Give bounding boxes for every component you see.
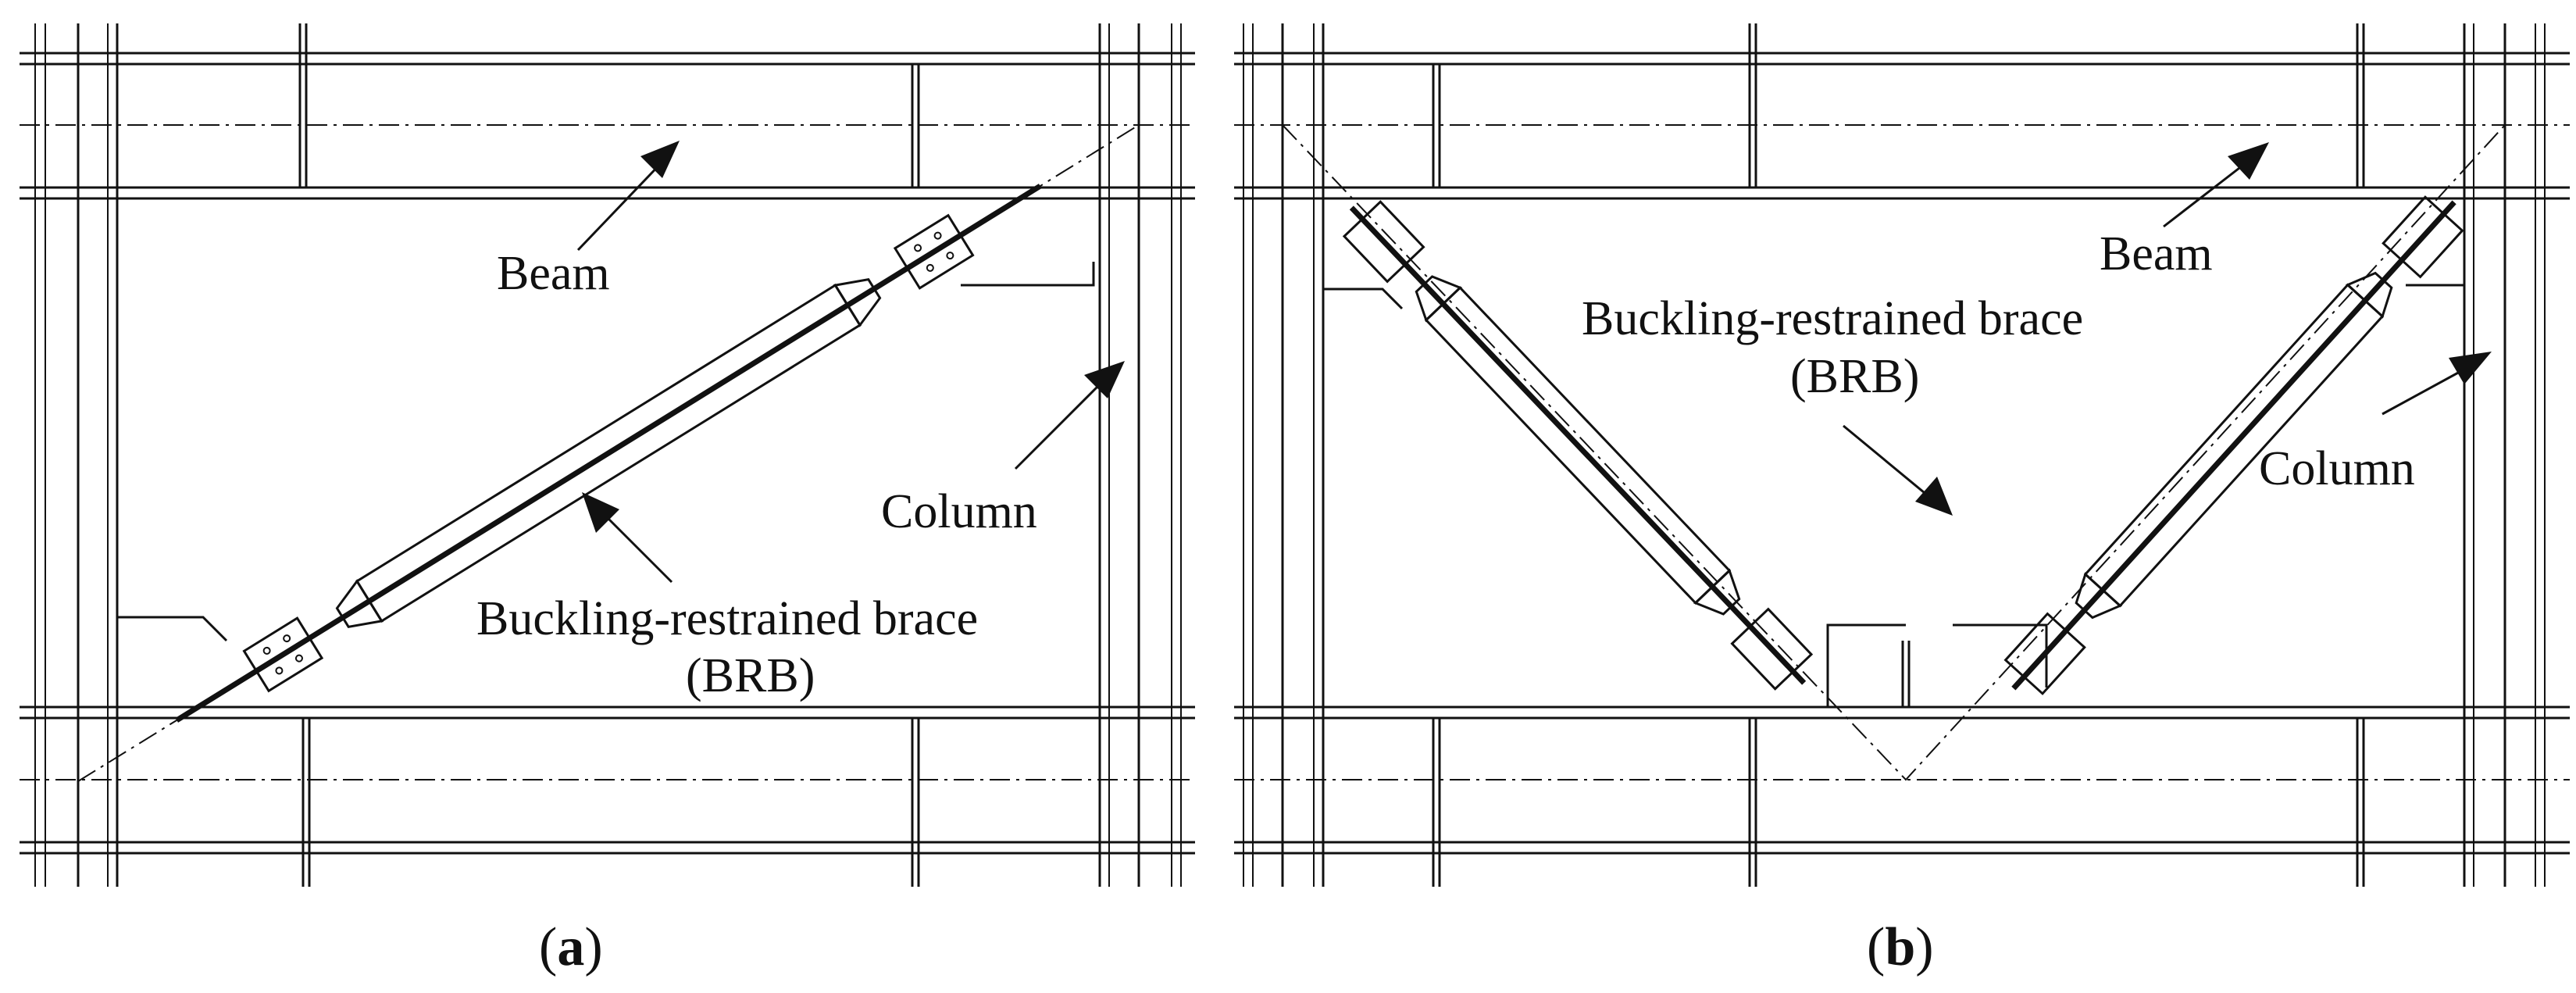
- column-label: Column: [881, 485, 1037, 538]
- brace-label-line2: (BRB): [686, 649, 815, 702]
- column-arrow: [2382, 352, 2492, 416]
- beam-arrow: [576, 141, 680, 252]
- beam-label: Beam: [2100, 227, 2213, 280]
- brace-label-line1: Buckling-restrained brace: [1582, 292, 2083, 345]
- frame-b: [1234, 23, 2570, 887]
- brace-arrow: [1843, 424, 1953, 516]
- caption-b: (b): [1867, 917, 1934, 977]
- column-arrow: [1014, 361, 1125, 470]
- buckling-restrained-brace-a: [175, 184, 1042, 723]
- column-label: Column: [2259, 442, 2415, 495]
- brace-label-line2: (BRB): [1790, 350, 1919, 403]
- beam-arrow: [2163, 142, 2269, 228]
- work-lines-b: [1282, 124, 2506, 781]
- frame-a: [20, 23, 1195, 887]
- brace-label-line1: Buckling-restrained brace: [476, 592, 978, 645]
- buckling-restrained-brace-b-left: [1342, 200, 1814, 691]
- caption-a: (a): [539, 917, 603, 977]
- panel-b-chevron-brace-frame: Beam Buckling-restrained brace (BRB) Col…: [1234, 23, 2570, 977]
- buckling-restrained-brace-b-right: [2003, 195, 2464, 695]
- panel-a-diagonal-brace-frame: Beam Column Buckling-restrained brace (B…: [20, 23, 1195, 977]
- beam-label: Beam: [497, 247, 610, 300]
- brace-arrow: [582, 492, 673, 584]
